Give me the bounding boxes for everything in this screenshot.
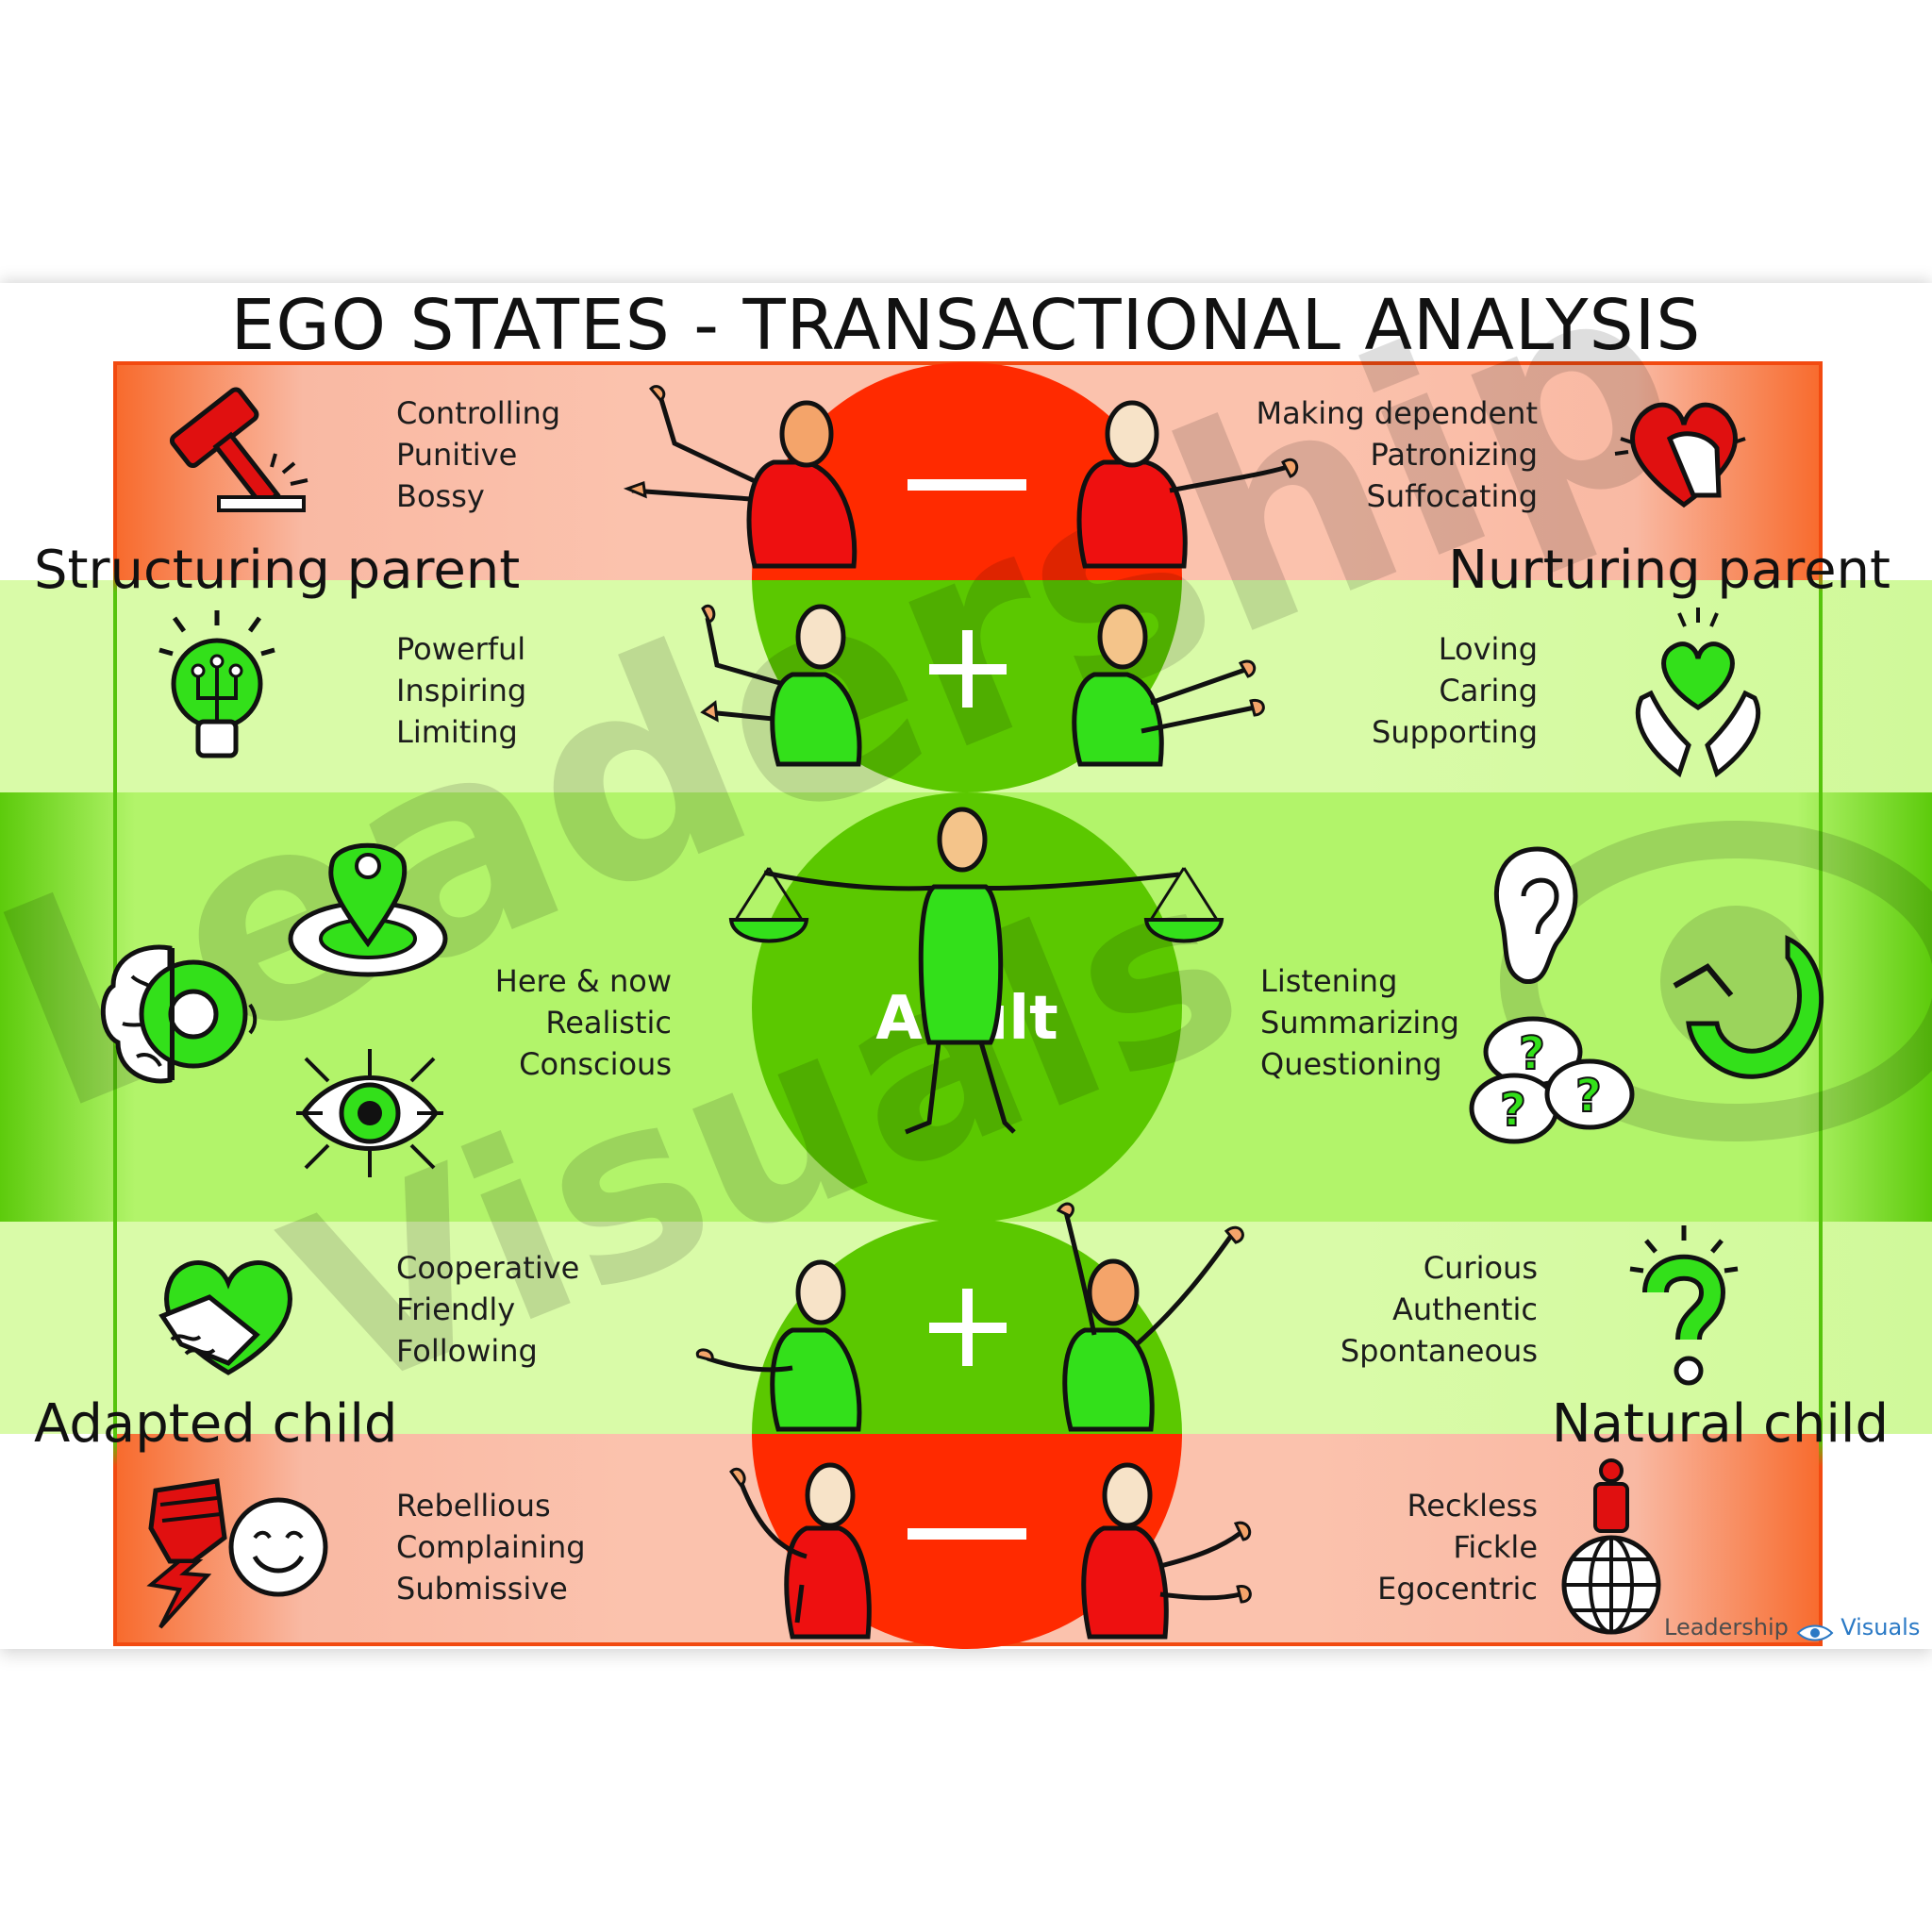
- trait: Following: [396, 1333, 538, 1369]
- trait: Bossy: [396, 478, 485, 514]
- brain-gear-icon: [100, 944, 258, 1084]
- trait: Reckless: [1407, 1488, 1538, 1524]
- gavel-icon: [169, 387, 308, 512]
- parent-positive-sign-v: [962, 630, 973, 708]
- structuring-parent-negative-figure: [623, 385, 858, 569]
- natural-child-positive-figure: [1056, 1202, 1244, 1432]
- structuring-parent-positive-figure: [700, 604, 862, 767]
- natural-child-label: Natural child: [1551, 1393, 1889, 1455]
- trait: Cooperative: [396, 1250, 580, 1286]
- question-bubbles-icon: ? ? ?: [1469, 1016, 1635, 1144]
- nurturing-parent-positive-figure: [1072, 604, 1265, 767]
- nurturing-parent-positive-traits: Loving Caring Supporting: [1255, 628, 1538, 753]
- trait: Submissive: [396, 1571, 568, 1607]
- nurturing-parent-label: Nurturing parent: [1448, 540, 1890, 601]
- balance-scale-icon-right: [1143, 867, 1224, 943]
- trait: Making dependent: [1256, 395, 1538, 431]
- trait: Powerful: [396, 631, 526, 667]
- brand-text-visuals: Visuals: [1840, 1614, 1921, 1641]
- page-title: EGO STATES - TRANSACTIONAL ANALYSIS: [230, 285, 1702, 366]
- trait: Conscious: [519, 1046, 672, 1082]
- svg-text:?: ?: [1575, 1070, 1602, 1123]
- trait: Rebellious: [396, 1488, 551, 1524]
- trait: Spontaneous: [1340, 1333, 1538, 1369]
- child-negative-sign: [908, 1528, 1026, 1540]
- svg-text:?: ?: [1519, 1027, 1545, 1080]
- fist-icon: [146, 1478, 227, 1629]
- adapted-child-negative-traits: Rebellious Complaining Submissive: [396, 1485, 586, 1609]
- trait: Limiting: [396, 714, 518, 750]
- structuring-parent-label: Structuring parent: [34, 540, 521, 601]
- adapted-child-positive-figure: [695, 1259, 862, 1432]
- person-globe-icon: [1561, 1458, 1661, 1635]
- question-bulb-icon: [1629, 1225, 1739, 1386]
- location-pin-icon: [288, 842, 448, 977]
- trait: Friendly: [396, 1291, 516, 1327]
- eye-logo-icon: [1796, 1619, 1834, 1641]
- adult-right-traits: Listening Summarizing Questioning: [1260, 960, 1459, 1085]
- trait: Patronizing: [1370, 437, 1539, 473]
- trait: Realistic: [545, 1005, 672, 1041]
- structuring-parent-negative-traits: Controlling Punitive Bossy: [396, 392, 560, 517]
- adult-figure: [763, 807, 1180, 1135]
- natural-child-positive-traits: Curious Authentic Spontaneous: [1255, 1247, 1538, 1372]
- brand-text-leadership: Leadership: [1664, 1614, 1789, 1641]
- svg-text:?: ?: [1500, 1084, 1526, 1137]
- structuring-parent-positive-traits: Powerful Inspiring Limiting: [396, 628, 526, 753]
- trait: Here & now: [494, 963, 672, 999]
- nurturing-parent-negative-figure: [1076, 400, 1299, 569]
- trait: Suffocating: [1366, 478, 1538, 514]
- trait: Controlling: [396, 395, 561, 431]
- adapted-child-positive-traits: Cooperative Friendly Following: [396, 1247, 579, 1372]
- trait: Questioning: [1260, 1046, 1442, 1082]
- trait: Loving: [1438, 631, 1538, 667]
- heart-hand-icon: [1614, 402, 1746, 508]
- trait: Punitive: [396, 437, 518, 473]
- trait: Supporting: [1372, 714, 1538, 750]
- parent-negative-circle: [752, 362, 1182, 580]
- ear-icon: [1493, 846, 1578, 984]
- natural-child-negative-traits: Reckless Fickle Egocentric: [1255, 1485, 1538, 1609]
- refresh-arrow-icon: [1673, 935, 1824, 1079]
- brand-logo: Leadership Visuals: [1664, 1611, 1920, 1643]
- trait: Curious: [1423, 1250, 1538, 1286]
- trait: Authentic: [1392, 1291, 1538, 1327]
- hands-heart-icon: [1635, 608, 1761, 778]
- child-positive-sign-v: [962, 1289, 973, 1366]
- lightbulb-icon: [158, 610, 275, 758]
- trait: Caring: [1439, 673, 1538, 708]
- balance-scale-icon: [728, 867, 809, 943]
- eye-target-icon: [296, 1049, 443, 1177]
- trait: Complaining: [396, 1529, 586, 1565]
- handshake-heart-icon: [158, 1260, 292, 1375]
- smiley-icon: [228, 1497, 328, 1597]
- trait: Summarizing: [1260, 1005, 1459, 1041]
- adapted-child-label: Adapted child: [34, 1393, 398, 1455]
- trait: Egocentric: [1377, 1571, 1538, 1607]
- trait: Listening: [1260, 963, 1398, 999]
- trait: Fickle: [1453, 1529, 1538, 1565]
- adult-left-traits: Here & now Realistic Conscious: [389, 960, 672, 1085]
- nurturing-parent-negative-traits: Making dependent Patronizing Suffocating: [1255, 392, 1538, 517]
- trait: Inspiring: [396, 673, 527, 708]
- adapted-child-negative-figure: [729, 1462, 872, 1640]
- natural-child-negative-figure: [1081, 1462, 1252, 1640]
- parent-negative-sign: [908, 479, 1026, 491]
